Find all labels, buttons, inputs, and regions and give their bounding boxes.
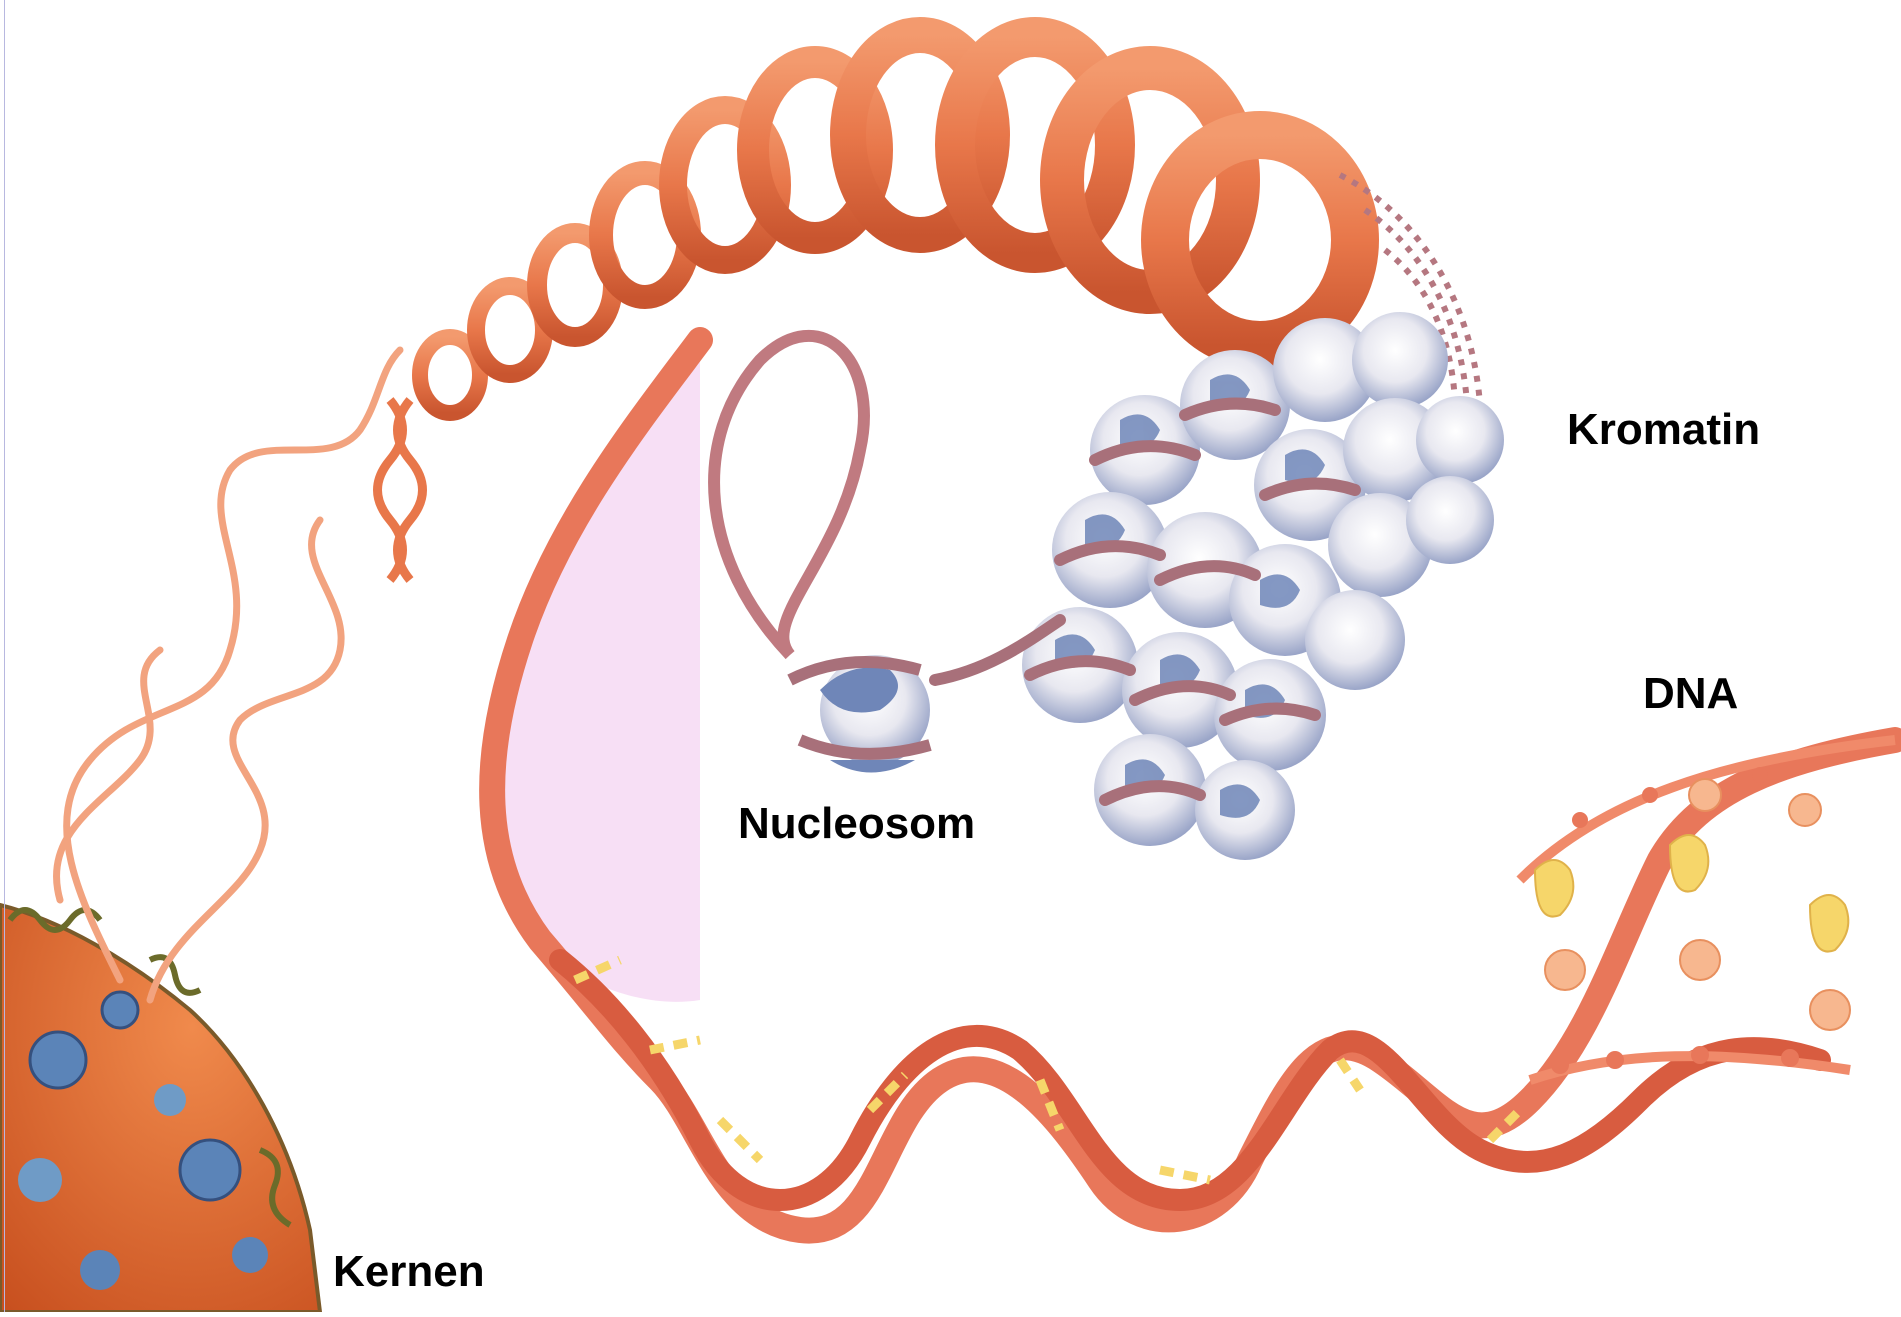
- label-nucleosom: Nucleosom: [738, 802, 975, 846]
- single-nucleosome: [714, 336, 1060, 773]
- nucleus: [0, 905, 320, 1312]
- left-border-line: [4, 0, 5, 1312]
- label-kromatin: Kromatin: [1567, 408, 1760, 452]
- chromatin-fiber: [56, 350, 400, 1000]
- label-kernen: Kernen: [333, 1250, 485, 1294]
- label-dna: DNA: [1643, 672, 1738, 716]
- nucleosome-cluster: [1022, 312, 1504, 860]
- coiled-fiber-small: [378, 400, 423, 580]
